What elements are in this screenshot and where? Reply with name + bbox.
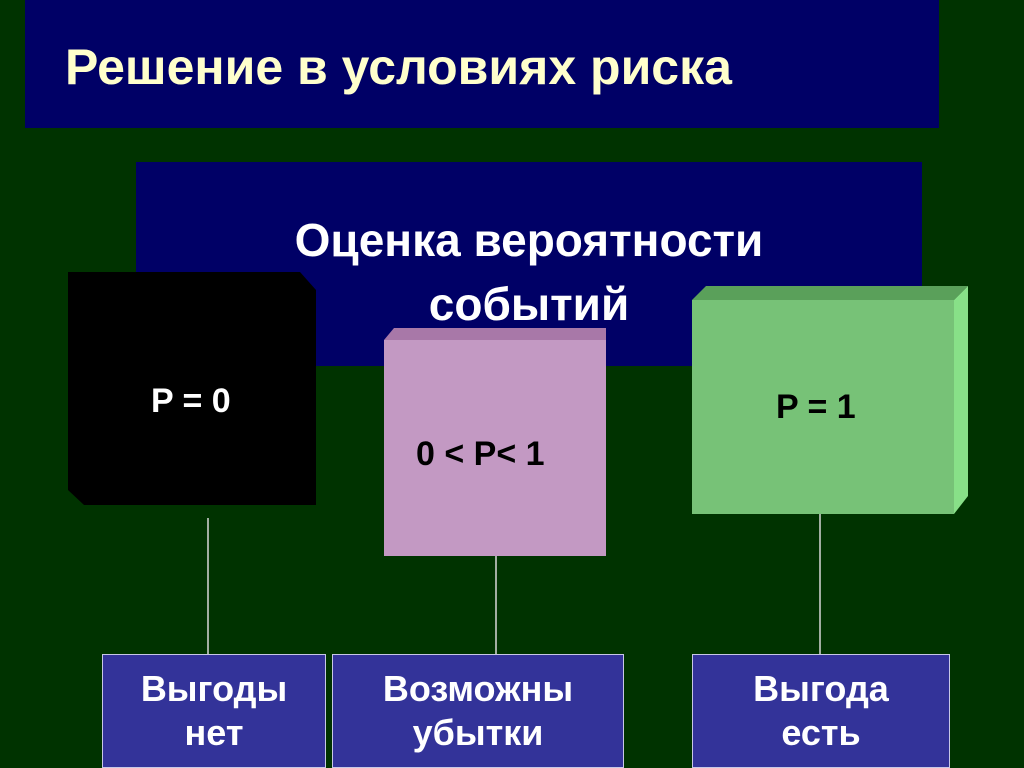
outcome-no-benefit-line-1: Выгоды (140, 668, 288, 709)
outcome-benefit: Выгода есть (692, 654, 950, 768)
box-p-one (692, 300, 954, 514)
box-p-one-top (692, 286, 968, 300)
slide-title: Решение в условиях риска (65, 39, 732, 95)
title-bar: Решение в условиях риска (25, 0, 939, 128)
outcome-possible-losses-line-1: Возможны (382, 668, 574, 709)
outcome-possible-losses: Возможны убытки (332, 654, 624, 768)
box-p-zero (68, 272, 316, 505)
outcome-benefit-line-2: есть (781, 712, 861, 753)
label-p-zero: P = 0 (151, 382, 231, 420)
label-p-between: 0 < P< 1 (416, 435, 545, 473)
label-p-one: P = 1 (776, 388, 856, 426)
box-p-one-side (954, 286, 968, 514)
banner-line-1: Оценка вероятности (294, 214, 764, 266)
box-p-between (384, 340, 606, 556)
banner-line-2: событий (428, 278, 630, 330)
outcome-benefit-line-1: Выгода (753, 668, 889, 709)
box-p-between-top (384, 328, 606, 340)
outcome-no-benefit-line-2: нет (184, 712, 244, 753)
banner-text: Оценка вероятности событий (136, 208, 922, 336)
outcome-possible-losses-line-2: убытки (412, 712, 544, 753)
outcome-no-benefit: Выгоды нет (102, 654, 326, 768)
